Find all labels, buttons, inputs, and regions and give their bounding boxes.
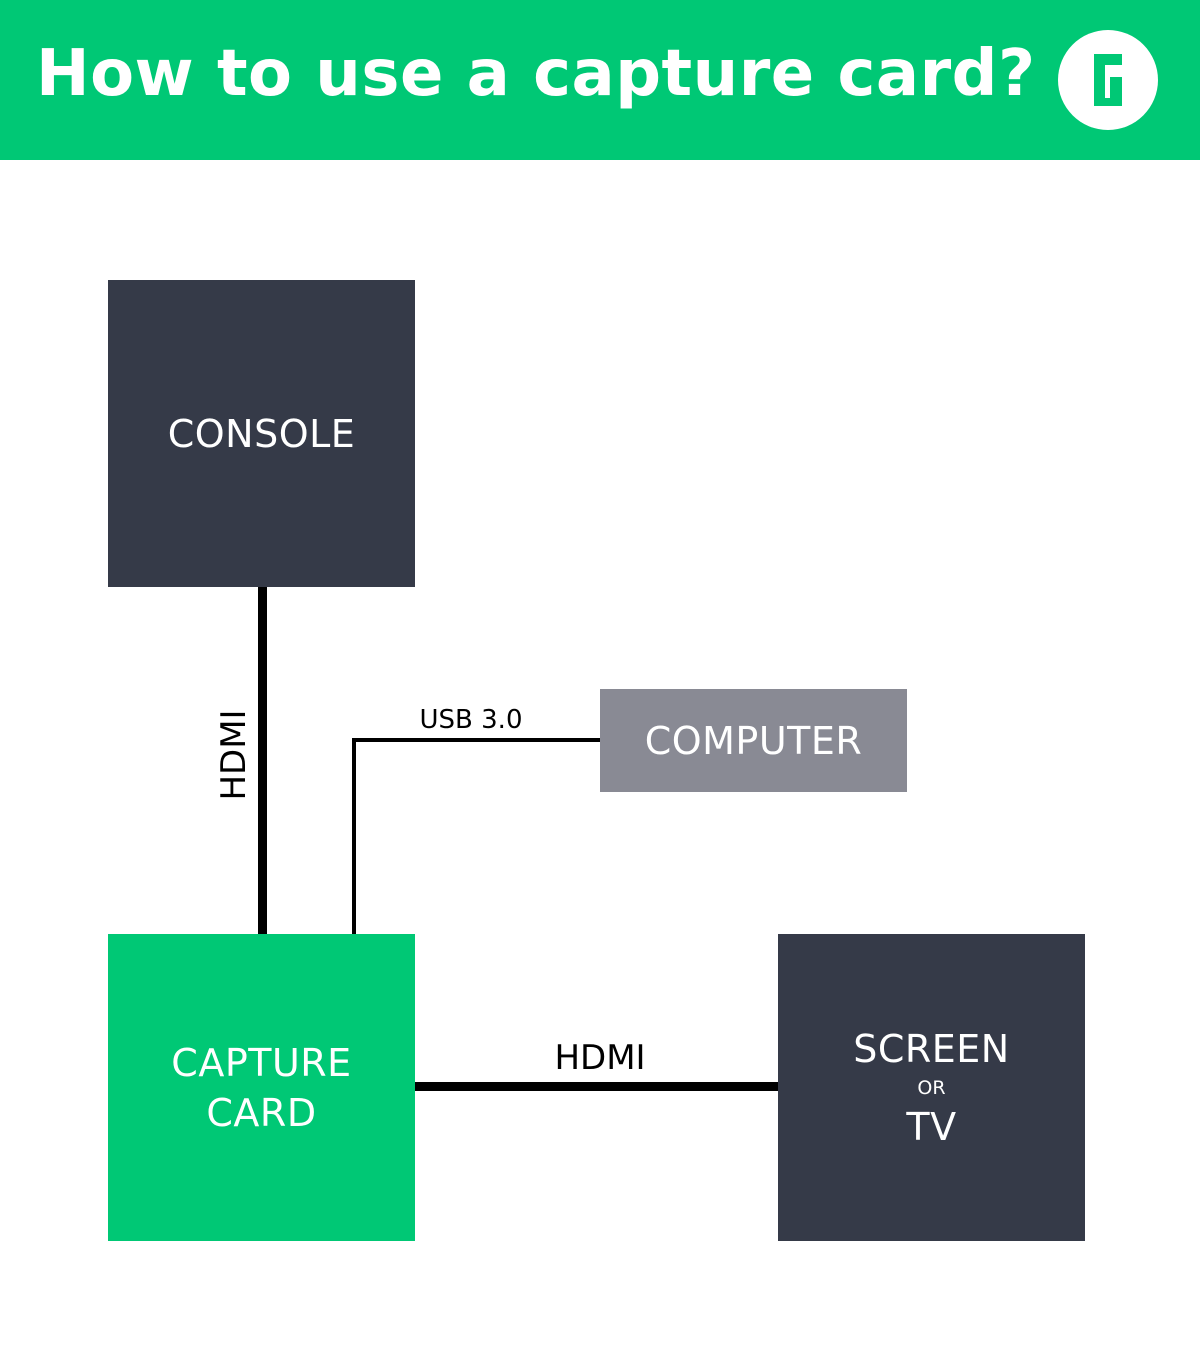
capture-screen-hdmi-wire bbox=[415, 1082, 778, 1091]
capture-card-node: CAPTURE CARD bbox=[108, 934, 415, 1241]
capture-computer-usb-wire-horizontal bbox=[352, 738, 600, 742]
hdmi-screen-label: HDMI bbox=[554, 1038, 646, 1078]
screen-label-line3: TV bbox=[906, 1104, 957, 1149]
capture-computer-usb-wire-vertical bbox=[352, 738, 356, 934]
g-logo-icon bbox=[1058, 30, 1158, 130]
hdmi-console-label: HDMI bbox=[214, 709, 254, 801]
screen-label-line2: OR bbox=[917, 1076, 946, 1099]
capture-card-label-line1: CAPTURE bbox=[171, 1040, 352, 1085]
screen-node: SCREEN OR TV bbox=[778, 934, 1085, 1241]
page-title: How to use a capture card? bbox=[36, 37, 1036, 111]
console-label: CONSOLE bbox=[167, 411, 356, 456]
header-banner: How to use a capture card? bbox=[0, 0, 1200, 160]
computer-label: COMPUTER bbox=[644, 718, 863, 763]
console-node: CONSOLE bbox=[108, 280, 415, 587]
screen-label-line1: SCREEN bbox=[853, 1026, 1010, 1071]
console-capture-hdmi-wire bbox=[258, 587, 267, 934]
computer-node: COMPUTER bbox=[600, 689, 907, 792]
usb-label: USB 3.0 bbox=[419, 705, 523, 735]
capture-card-label-line2: CARD bbox=[206, 1090, 317, 1135]
